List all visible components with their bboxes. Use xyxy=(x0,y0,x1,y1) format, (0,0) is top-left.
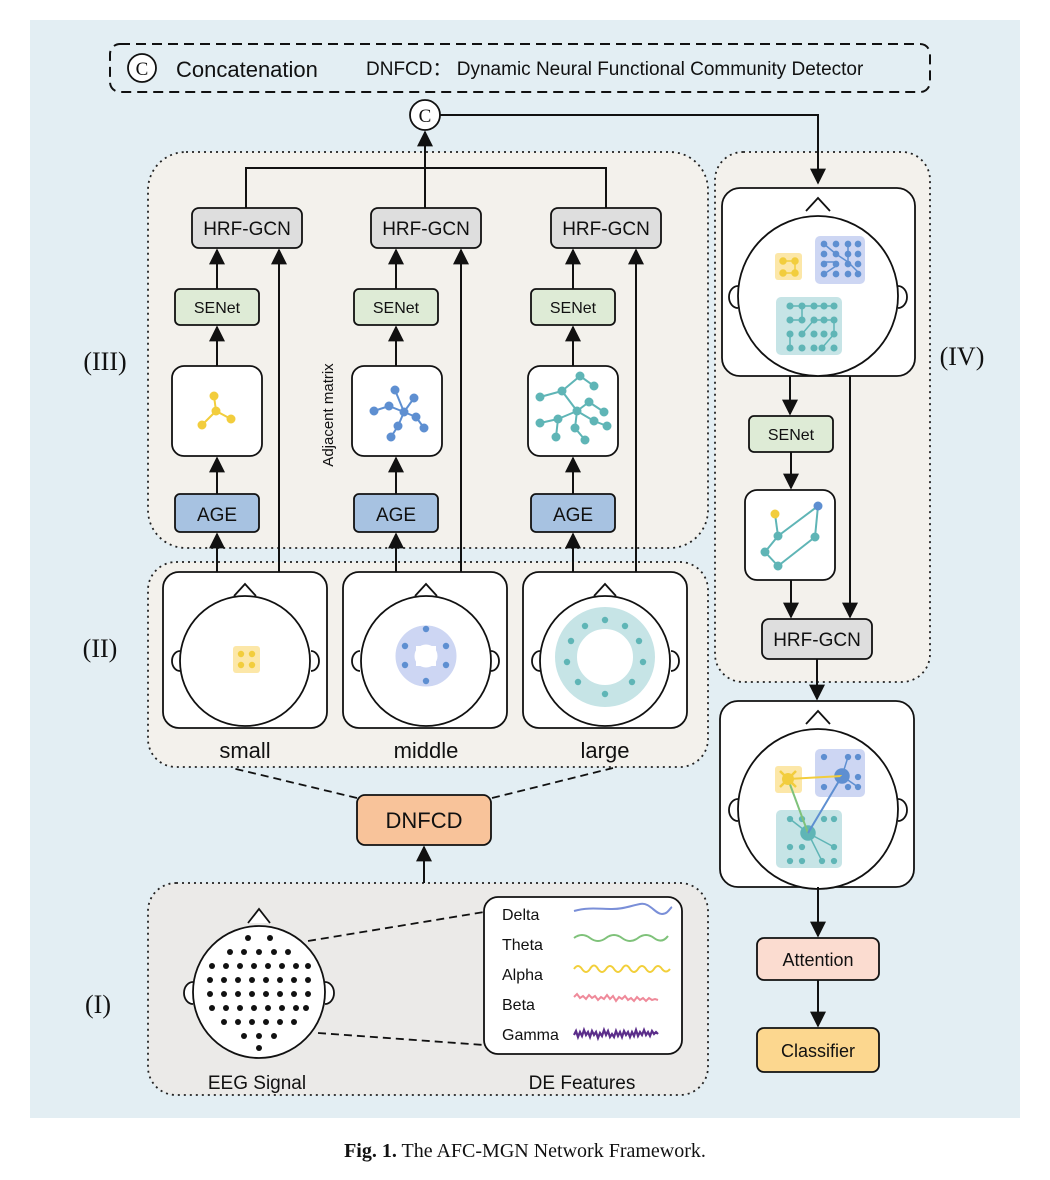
wave-beta xyxy=(573,992,659,1003)
band-label-beta: Beta xyxy=(502,997,535,1014)
band-label-theta: Theta xyxy=(502,937,543,954)
de-features-box xyxy=(483,896,683,1055)
attention-label: Attention xyxy=(782,950,853,970)
de-features-label: DE Features xyxy=(529,1073,636,1094)
band-label-alpha: Alpha xyxy=(502,967,543,984)
eeg-to-features-dashed-bottom xyxy=(317,1032,485,1046)
head-middle xyxy=(351,582,500,727)
wave-alpha xyxy=(573,964,671,973)
band-label-delta: Delta xyxy=(502,907,539,924)
legend-box xyxy=(109,43,931,93)
dnfcd-box xyxy=(356,794,492,846)
classifier-box xyxy=(756,1027,880,1073)
senet-iv-label: SENet xyxy=(768,427,815,444)
dnfcd-dashed-left xyxy=(231,767,358,799)
figure-caption-label: Fig. 1. xyxy=(344,1140,397,1162)
dnfcd-label: DNFCD xyxy=(386,808,463,833)
adjacent-matrix-label: Adjacent matrix xyxy=(320,363,337,467)
age-small-label: AGE xyxy=(197,505,237,526)
graph-middle-network xyxy=(369,385,429,442)
hrf-gcn-large-label: HRF-GCN xyxy=(562,219,650,240)
senet-large-label: SENet xyxy=(550,300,597,317)
section-label-iii: (III) xyxy=(83,347,126,376)
classifier-label: Classifier xyxy=(781,1041,855,1061)
dnfcd-dashed-right xyxy=(491,767,614,799)
figure-caption-text: The AFC-MGN Network Framework. xyxy=(401,1140,706,1162)
graph-large-network xyxy=(535,371,612,445)
graph-middle xyxy=(351,365,443,457)
eeg-to-features-dashed-top xyxy=(307,911,485,942)
hrf-gcn-middle-label: HRF-GCN xyxy=(382,219,470,240)
dnfcd-definition: DNFCD： Dynamic Neural Functional Communi… xyxy=(366,59,864,80)
scale-label-middle: middle xyxy=(394,738,459,763)
hrf-gcn-small xyxy=(191,207,303,249)
concat-legend-label: Concatenation xyxy=(176,57,318,82)
hrf-gcn-iv-label: HRF-GCN xyxy=(773,630,861,651)
age-middle-label: AGE xyxy=(376,505,416,526)
age-large-label: AGE xyxy=(553,505,593,526)
scale-label-small: small xyxy=(219,738,270,763)
wave-theta xyxy=(573,934,669,942)
senet-small-label: SENet xyxy=(194,300,241,317)
fused-head xyxy=(728,709,908,890)
hrf-gcn-small-label: HRF-GCN xyxy=(203,219,291,240)
eeg-signal-label: EEG Signal xyxy=(208,1073,306,1094)
section-iv-head xyxy=(728,196,908,377)
wave-delta xyxy=(573,902,673,916)
head-large xyxy=(531,582,680,727)
graph-small-network xyxy=(197,391,236,430)
wave-gamma xyxy=(573,1026,659,1042)
concat-to-section-iv-arrow xyxy=(440,114,826,185)
section-label-iv: (IV) xyxy=(940,342,985,371)
hrf-gcn-middle xyxy=(370,207,482,249)
graph-iv-network xyxy=(760,501,823,571)
head-small xyxy=(171,582,320,727)
section-label-i: (I) xyxy=(85,990,111,1019)
senet-middle-label: SENet xyxy=(373,300,420,317)
figure-caption: Fig. 1. The AFC-MGN Network Framework. xyxy=(0,1140,1050,1163)
scale-label-large: large xyxy=(581,738,630,763)
band-label-gamma: Gamma xyxy=(502,1027,559,1044)
concat-legend-icon xyxy=(127,53,157,83)
section-label-ii: (II) xyxy=(83,634,118,663)
eeg-head xyxy=(183,907,335,1059)
concat-node-symbol: C xyxy=(419,106,432,127)
concat-legend-symbol: C xyxy=(136,59,149,80)
hrf-gcn-large xyxy=(550,207,662,249)
